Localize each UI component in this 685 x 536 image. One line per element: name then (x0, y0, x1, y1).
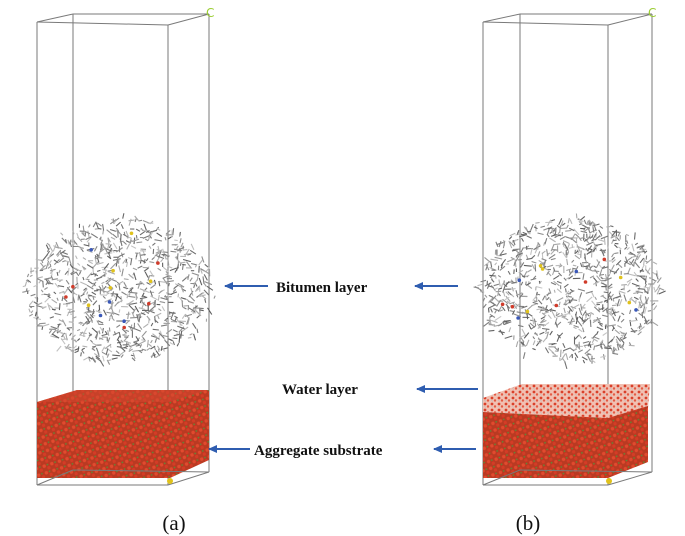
model-a: C (22, 6, 216, 486)
origin-marker-a (167, 478, 173, 484)
water-layer-b (483, 384, 650, 418)
caption-b: (b) (516, 511, 541, 535)
water-layer-label: Water layer (282, 382, 358, 398)
aggregate-substrate-label: Aggregate substrate (254, 443, 383, 459)
annotations: Bitumen layer Water layer Aggregate subs… (208, 280, 478, 459)
aggregate-substrate-a (37, 390, 209, 478)
axis-c-marker-b: C (648, 6, 656, 20)
bitumen-cluster-a (22, 213, 216, 367)
axis-c-marker-a: C (206, 6, 214, 20)
bitumen-cluster-b (473, 213, 666, 370)
bitumen-layer-label: Bitumen layer (276, 280, 368, 296)
aggregate-substrate-b (483, 406, 648, 478)
caption-a: (a) (162, 511, 185, 535)
model-b: C (473, 6, 666, 486)
origin-marker-b (606, 478, 612, 484)
